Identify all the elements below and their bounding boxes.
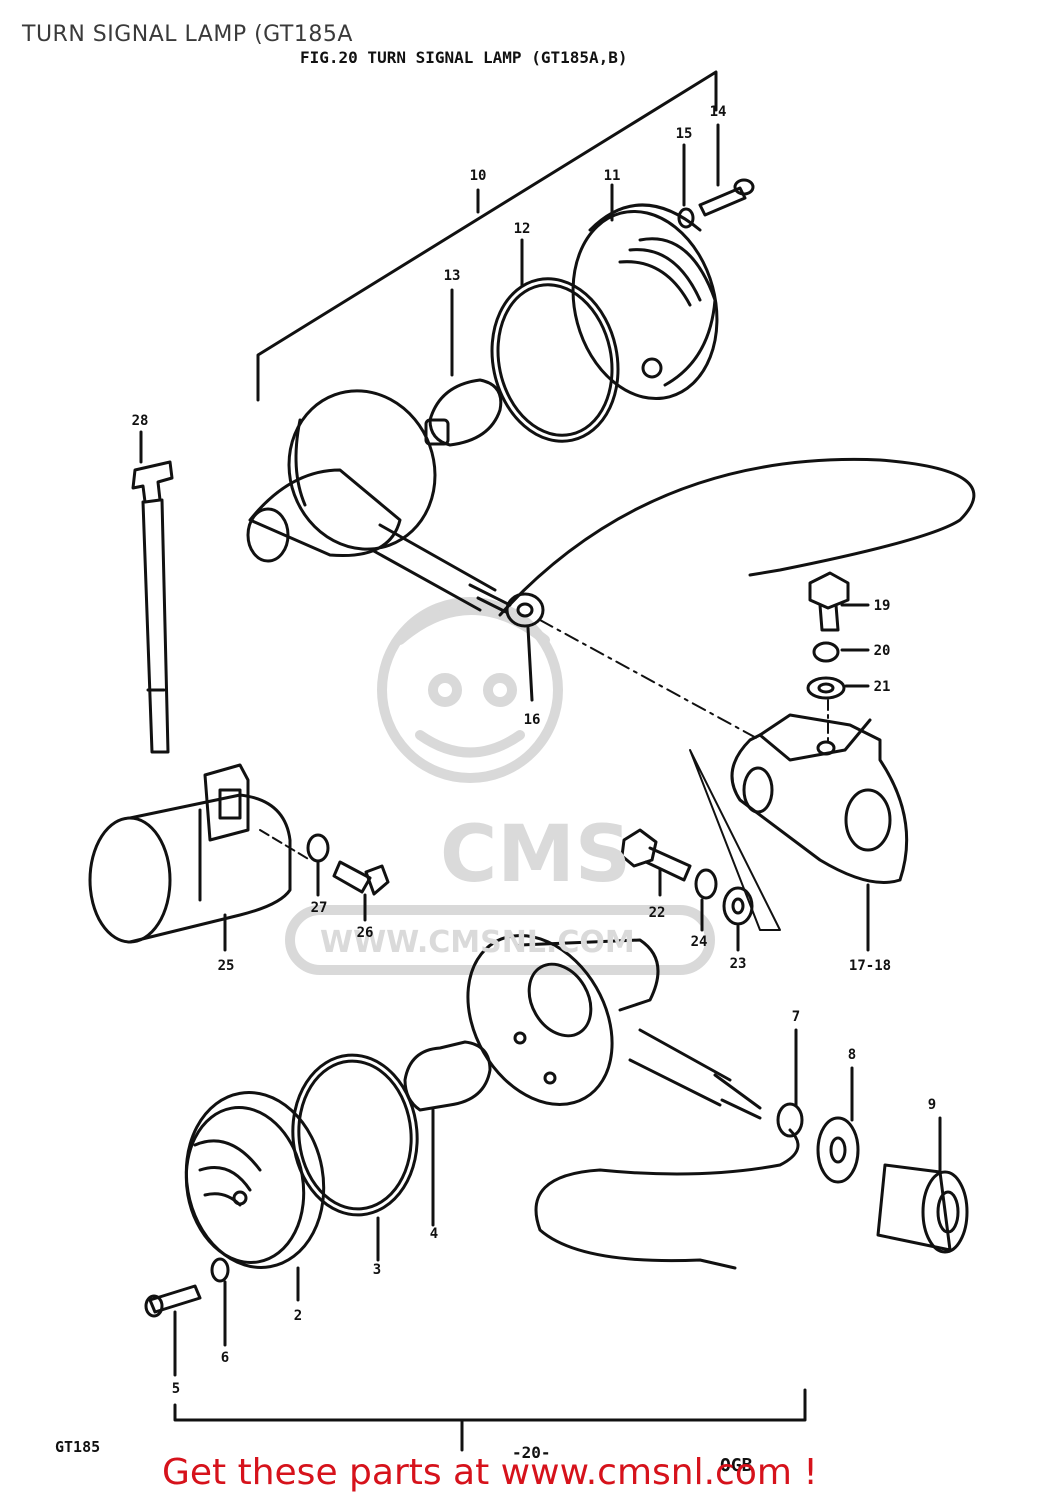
part-9-cap [876, 1116, 969, 1254]
label-part-5: 5 [171, 1381, 181, 1397]
label-part-12: 12 [513, 221, 531, 237]
wire-top [498, 457, 976, 617]
part-3-gasket [291, 1053, 419, 1262]
part-10-housing-top [246, 389, 512, 614]
model-code: GT185 [55, 1438, 101, 1456]
figure-caption: FIG.20 TURN SIGNAL LAMP (GT185A,B) [300, 48, 628, 67]
label-part-27: 27 [310, 900, 328, 916]
part-19-bolt [808, 571, 870, 632]
label-part-25: 25 [217, 958, 235, 974]
label-part-3: 3 [372, 1262, 382, 1278]
part-7-nut [776, 1028, 804, 1138]
part-6-washer [210, 1257, 230, 1347]
part-11-lens [571, 183, 719, 401]
label-part-28: 28 [131, 413, 149, 429]
label-part-19: 19 [873, 598, 891, 614]
label-part-26: 26 [356, 925, 374, 941]
watermark-logo-text: CMS [440, 810, 632, 900]
label-part-17-18: 17-18 [848, 958, 892, 974]
label-part-11: 11 [603, 168, 621, 184]
part-13-bulb [424, 288, 503, 447]
label-part-4: 4 [429, 1226, 439, 1242]
part-8-washer [816, 1066, 860, 1184]
watermark-url: WWW.CMSNL.COM [320, 925, 635, 960]
label-part-23: 23 [729, 956, 747, 972]
wire-bottom [534, 1128, 800, 1270]
promo-link[interactable]: Get these parts at www.cmsnl.com ! [162, 1452, 818, 1493]
label-part-15: 15 [675, 126, 693, 142]
part-14-screw [698, 123, 755, 217]
part-27-washer [306, 833, 330, 897]
label-part-8: 8 [847, 1047, 857, 1063]
page-number: -20- [512, 1443, 551, 1462]
footer-code: OGB [720, 1455, 753, 1476]
part-25-relay [88, 763, 292, 952]
triangle-guide [689, 749, 781, 931]
part-16-nut [505, 592, 545, 702]
part-28-band [131, 430, 174, 754]
label-part-10: 10 [469, 168, 487, 184]
part-15-washer [677, 143, 695, 229]
label-part-13: 13 [443, 268, 461, 284]
part-2-lens [184, 1091, 326, 1302]
part-12-gasket [490, 238, 620, 443]
part-20-washer [812, 641, 870, 663]
part-21-washer [806, 676, 870, 700]
label-part-7: 7 [791, 1009, 801, 1025]
part-26-screw [332, 860, 390, 922]
label-part-9: 9 [927, 1097, 937, 1113]
part-22-bolt [620, 828, 692, 897]
watermark-logo [285, 597, 715, 975]
part-23-washer [722, 886, 754, 952]
center-line-relay [259, 829, 311, 861]
page-title: TURN SIGNAL LAMP (GT185A [22, 22, 353, 47]
label-part-22: 22 [648, 905, 666, 921]
part-24-washer [694, 868, 718, 932]
part-17-18-bracket [730, 713, 909, 952]
label-part-21: 21 [873, 679, 891, 695]
label-part-2: 2 [293, 1308, 303, 1324]
label-part-14: 14 [709, 104, 727, 120]
label-part-20: 20 [873, 643, 891, 659]
part-4-bulb [403, 1040, 492, 1227]
label-part-6: 6 [220, 1350, 230, 1366]
label-part-24: 24 [690, 934, 708, 950]
center-line-upper [539, 619, 761, 741]
label-part-16: 16 [523, 712, 541, 728]
part-5-screw [144, 1284, 202, 1377]
assembly-bracket-bottom [173, 1388, 807, 1422]
assembly-bracket-top [256, 70, 718, 402]
